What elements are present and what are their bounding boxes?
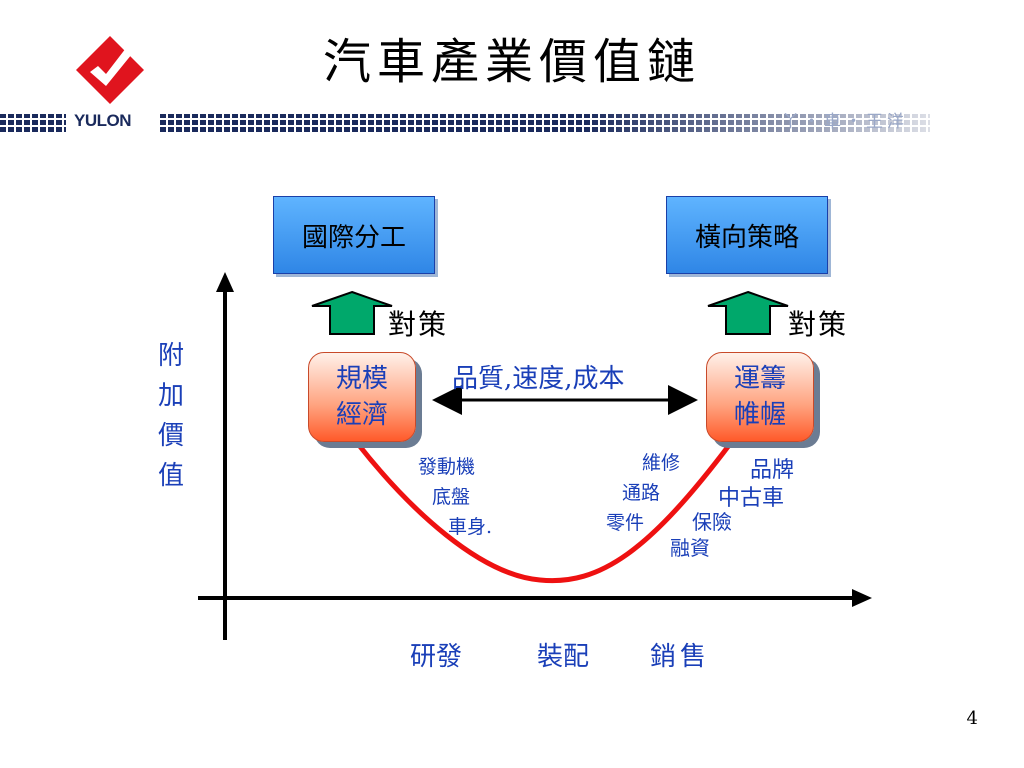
item-insurance: 保險	[692, 510, 732, 534]
page-number: 4	[966, 708, 978, 729]
right-countermeasure-label: 對策	[788, 308, 849, 341]
item-maintenance: 維修	[642, 452, 681, 474]
smile-curve	[356, 442, 732, 584]
item-body: 車身.	[448, 516, 493, 538]
box-international-division: 國際分工	[273, 196, 435, 274]
left-countermeasure-label: 對策	[388, 308, 449, 341]
box-horizontal-strategy: 橫向策略	[666, 196, 828, 274]
y-axis-label: 附 加 價 值	[158, 336, 184, 496]
brand-stripe-bar	[0, 114, 930, 132]
pill-left-line2: 經濟	[335, 400, 388, 430]
pill-economies-of-scale: 規模 經濟	[308, 352, 416, 442]
item-used-car: 中古車	[718, 486, 785, 511]
y-axis-char: 值	[158, 461, 185, 491]
y-axis-char: 加	[158, 381, 185, 411]
pill-left-line1: 規模	[335, 364, 388, 394]
box-international-division-label: 國際分工	[301, 222, 406, 253]
item-parts: 零件	[606, 512, 645, 534]
quality-speed-cost-label: 品質,速度,成本	[452, 364, 625, 394]
brand-name: YULON	[74, 111, 132, 130]
page-title: 汽車產業價值鏈	[322, 34, 701, 90]
pill-right-line2: 帷幄	[733, 400, 786, 430]
item-brand: 品牌	[750, 458, 795, 483]
y-axis-arrowhead	[216, 272, 234, 292]
right-green-arrow-icon	[707, 290, 789, 335]
brand-slogan: 丫・車・王洋	[782, 112, 908, 132]
y-axis-char: 附	[158, 341, 185, 371]
yulon-logo-icon	[76, 36, 144, 104]
item-financing: 融資	[670, 536, 710, 560]
box-horizontal-strategy-label: 橫向策略	[694, 222, 799, 253]
item-channel: 通路	[622, 482, 661, 504]
left-green-arrow-icon	[311, 290, 393, 335]
pill-right-line1: 運籌	[733, 364, 786, 394]
y-axis-char: 價	[158, 421, 185, 451]
pill-strategic-planning: 運籌 帷幄	[706, 352, 814, 442]
x-label-assembly: 裝配	[537, 642, 590, 672]
x-label-sales: 銷售	[650, 642, 711, 672]
x-axis-arrowhead	[852, 589, 872, 607]
item-chassis: 底盤	[432, 486, 471, 508]
item-engine: 發動機	[418, 456, 476, 478]
x-label-rd: 研發	[410, 642, 463, 672]
